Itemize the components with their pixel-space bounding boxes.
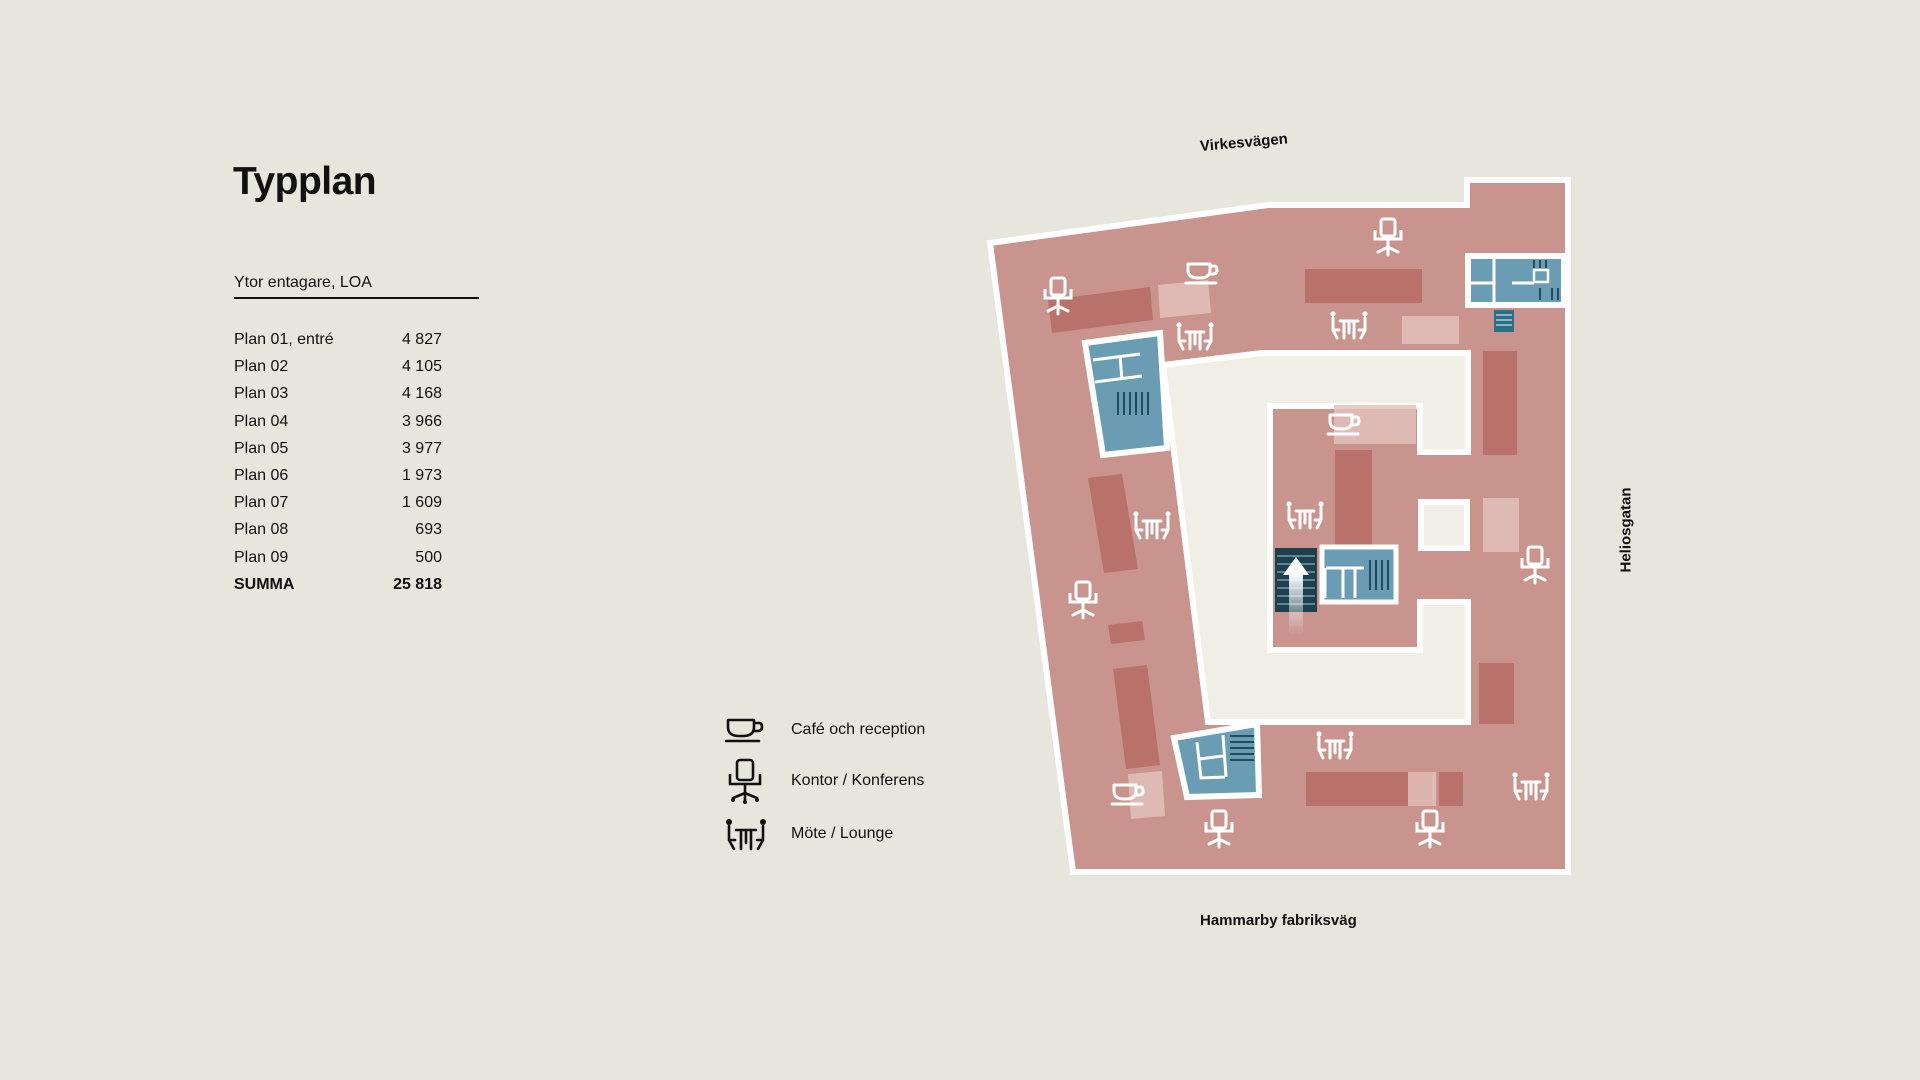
faded-areas [1128,280,1519,819]
area-row-label: Plan 08 [234,521,289,539]
furniture-blocks [1048,269,1517,806]
area-row: Plan 06 1 973 [234,462,442,489]
area-total-label: SUMMA [234,575,295,593]
legend-label: Möte / Lounge [791,825,894,842]
area-row-value: 500 [415,548,442,566]
legend-item-cafe: Café och reception [725,712,925,748]
area-table: Plan 01, entré 4 827 Plan 02 4 105 Plan … [234,326,442,598]
street-label-south: Hammarby fabriksväg [1200,912,1357,929]
blue-cores [1081,253,1567,801]
office-chair-icon [728,758,762,804]
area-total-row: SUMMA 25 818 [234,571,442,598]
area-row: Plan 01, entré 4 827 [234,326,442,353]
area-row: Plan 08 693 [234,516,442,543]
area-row-value: 4 105 [401,358,442,376]
area-table-heading: Ytor entagare, LOA [234,274,479,299]
area-row: Plan 03 4 168 [234,380,442,407]
area-row-value: 3 966 [401,412,442,430]
area-row-label: Plan 09 [234,548,289,566]
area-total-value: 25 818 [393,575,442,593]
area-row-label: Plan 02 [234,358,289,376]
coffee-cup-icon [725,718,764,743]
legend-item-office: Kontor / Konferens [725,754,924,808]
area-row-value: 4 827 [401,331,442,348]
area-row-label: Plan 03 [234,385,289,403]
area-row-label: Plan 06 [234,466,289,484]
area-row-value: 693 [415,521,442,539]
area-row-label: Plan 05 [234,439,289,457]
area-row: Plan 04 3 966 [234,408,442,435]
meeting-table-icon [726,819,766,851]
legend-label: Café och reception [791,721,926,738]
courtyard [1159,350,1471,725]
area-row-value: 1 609 [401,494,442,512]
area-row-value: 3 977 [401,439,442,457]
area-row: Plan 02 4 105 [234,353,442,380]
courtyard-light-box [1418,499,1470,551]
area-row: Plan 07 1 609 [234,489,442,516]
legend-item-meeting: Möte / Lounge [725,816,893,852]
area-row: Plan 05 3 977 [234,435,442,462]
area-row-label: Plan 07 [234,494,289,512]
area-row-value: 4 168 [401,385,442,403]
area-row-label: Plan 01, entré [234,331,334,348]
area-row-label: Plan 04 [234,412,289,430]
floor-plan-map [986,177,1571,875]
area-row: Plan 09 500 [234,544,442,571]
legend-label: Kontor / Konferens [791,772,925,789]
area-row-value: 1 973 [401,466,442,484]
page-title: Typplan [233,160,377,203]
